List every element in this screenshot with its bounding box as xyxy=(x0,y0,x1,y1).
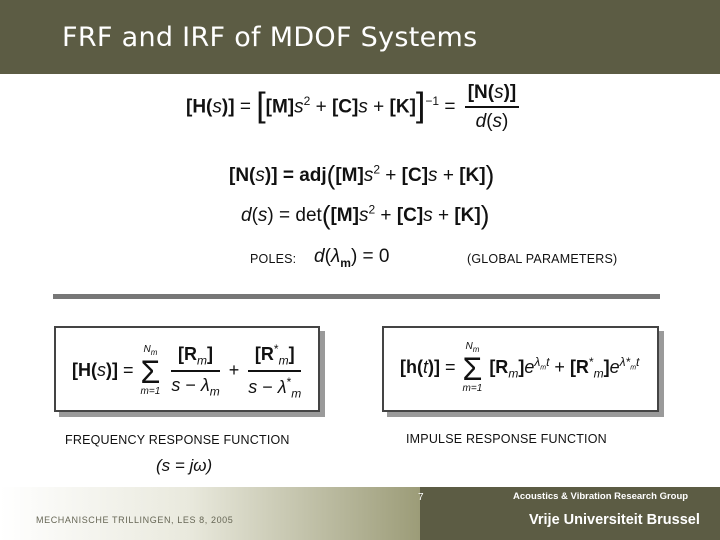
summation-icon: Nm Σ m=1 xyxy=(140,344,161,398)
research-group-label: Acoustics & Vibration Research Group xyxy=(513,491,689,502)
poles-label: POLES: xyxy=(250,252,297,266)
footer-bar xyxy=(0,487,720,540)
equation-d-det: d(s) = det([M]s2 + [C]s + [K]) xyxy=(241,200,490,230)
s-substitution: (s = jω) xyxy=(156,456,213,475)
footer-gradient xyxy=(0,487,420,540)
equation-n-adj: [N(s)] = adj([M]s2 + [C]s + [K]) xyxy=(229,160,495,190)
title-bar: FRF and IRF of MDOF Systems xyxy=(0,0,720,74)
n-over-d-fraction: [N(s)] d(s) xyxy=(464,82,520,133)
frf-modal-equation: [H(s)] = Nm Σ m=1 [Rm] s − λm + [R*m] s … xyxy=(72,342,302,401)
irf-equation-box: [h(t)] = Nm Σ m=1 [Rm]eλmt + [R*m]eλ*mt xyxy=(382,326,659,412)
global-parameters-label: (GLOBAL PARAMETERS) xyxy=(467,252,618,266)
irf-modal-equation: [h(t)] = Nm Σ m=1 [Rm]eλmt + [R*m]eλ*mt xyxy=(400,341,640,394)
slide-title: FRF and IRF of MDOF Systems xyxy=(62,22,478,53)
poles-equation: d(λm) = 0 xyxy=(314,246,390,270)
frf-label: FREQUENCY RESPONSE FUNCTION xyxy=(65,433,290,447)
summation-icon: Nm Σ m=1 xyxy=(462,341,483,394)
equation-h-inverse: [H(s)] = [[M]s2 + [C]s + [K]]−1 = [N(s)]… xyxy=(186,82,523,133)
page-number: 7 xyxy=(418,492,424,503)
section-divider xyxy=(53,294,660,299)
course-label: MECHANISCHE TRILLINGEN, LES 8, 2005 xyxy=(36,515,234,525)
irf-label: IMPULSE RESPONSE FUNCTION xyxy=(406,432,607,446)
frf-equation-box: [H(s)] = Nm Σ m=1 [Rm] s − λm + [R*m] s … xyxy=(54,326,320,412)
university-label: Vrije Universiteit Brussel xyxy=(529,512,700,528)
